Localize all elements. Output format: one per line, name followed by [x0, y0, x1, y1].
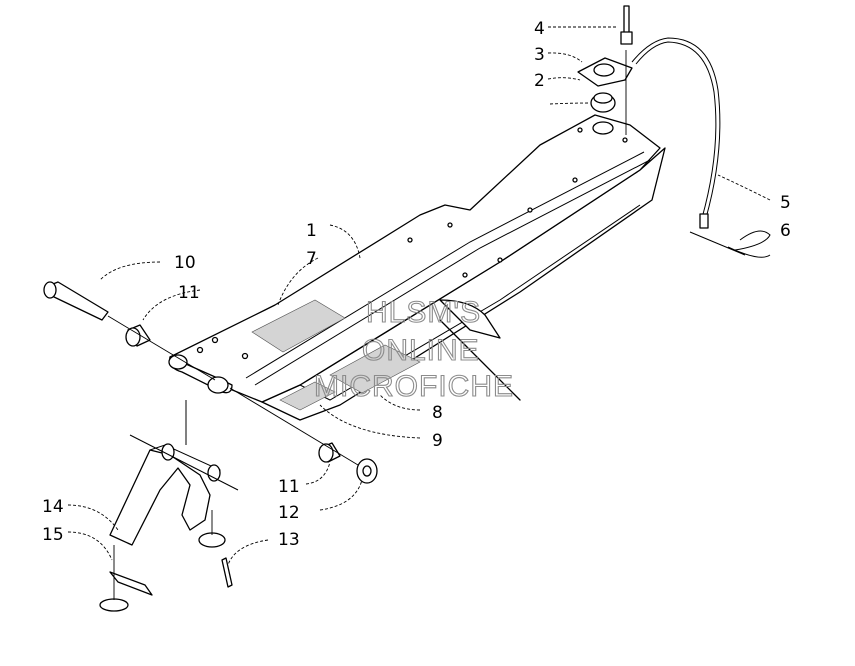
callout-11-upper: 11 — [178, 283, 200, 303]
decal-8 — [329, 344, 421, 394]
mount-hole — [592, 121, 614, 135]
deck-holes — [196, 127, 628, 360]
grommet-2 — [590, 92, 616, 113]
bushing-11-front — [125, 324, 151, 347]
watermark-line1: HLSM'S — [366, 296, 481, 329]
watermark-line3: MICROFICHE — [314, 370, 514, 403]
foot-pad-15 — [99, 545, 153, 612]
callout-2: 2 — [534, 71, 545, 91]
callout-11-lower: 11 — [278, 477, 300, 497]
leader-lines — [67, 26, 771, 566]
callout-12: 12 — [278, 503, 300, 523]
decal-9 — [279, 381, 336, 411]
callout-8: 8 — [432, 403, 443, 423]
callout-10: 10 — [174, 253, 196, 273]
callout-3: 3 — [534, 45, 545, 65]
bracket-3 — [577, 57, 633, 87]
stand-14 — [109, 400, 239, 546]
callout-13: 13 — [278, 530, 300, 550]
callout-7: 7 — [306, 249, 317, 269]
watermark: HLSM'S ONLINE MICROFICHE — [313, 295, 514, 403]
callout-9: 9 — [432, 431, 443, 451]
callout-6: 6 — [780, 221, 791, 241]
watermark-line2: ONLINE — [362, 334, 480, 367]
callout-1: 1 — [306, 221, 317, 241]
bushing-11-rear — [318, 442, 341, 463]
cable-5 — [631, 37, 721, 229]
decal-7 — [251, 299, 346, 353]
bolt-10 — [43, 281, 109, 321]
callout-14: 14 — [42, 497, 64, 517]
callout-5: 5 — [780, 193, 791, 213]
clip-pin-6 — [689, 230, 771, 258]
callout-4: 4 — [534, 19, 545, 39]
washer-13 — [198, 510, 233, 588]
pin-4 — [620, 5, 633, 45]
callout-15: 15 — [42, 525, 64, 545]
callout-labels: 1 2 3 4 5 6 7 8 9 10 11 11 12 13 14 15 — [42, 19, 791, 550]
washer-12 — [356, 458, 378, 484]
